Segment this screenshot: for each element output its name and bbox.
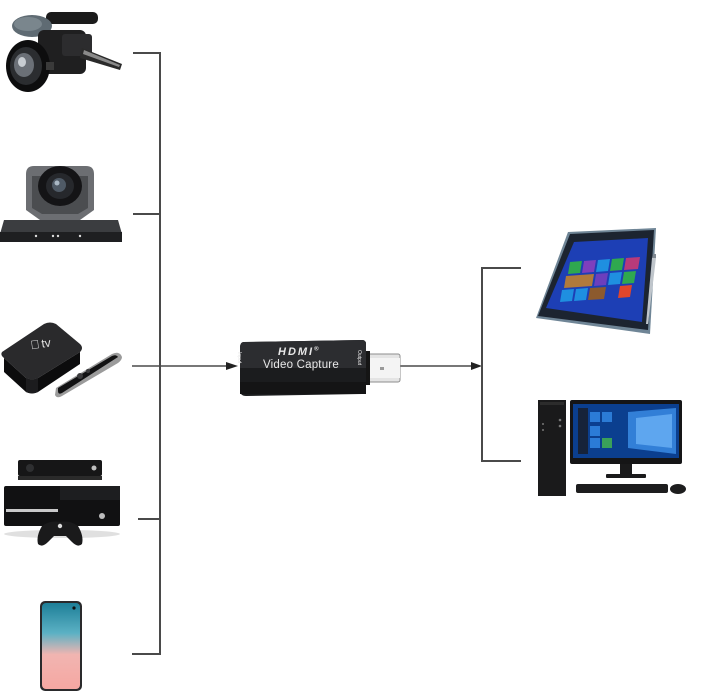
game-console-icon [4,460,120,546]
right-bracket-vertical-line [481,268,483,462]
source-ptz-camera [0,160,122,246]
source-smartphone [39,600,83,692]
output-desktop-pc [538,398,690,500]
camcorder-icon [6,12,122,92]
output-arrow [397,362,482,370]
registered-mark: ® [314,346,321,353]
dongle-label: Video Capture [263,359,339,371]
input-arrow [132,362,238,370]
ptz-camera-icon [0,166,122,242]
connector-tick-smartphone [132,653,161,655]
left-bracket-vertical-line [159,53,161,655]
apple-tv-icon:  tv [1,322,122,398]
connector-tick-desktop [481,460,521,462]
output-tablet [532,226,666,342]
source-camcorder [2,4,124,94]
hdmi-logo-text: HDMI [278,346,315,358]
connector-tick-ptz-camera [133,213,161,215]
smartphone-icon [40,601,82,691]
apple-tv-logo:  [30,337,41,352]
dongle-hdmi-logo: HDMI® [278,346,321,358]
hdmi-video-capture-dongle: HDMI® Video Capture Input Output [236,338,404,400]
tablet-icon [536,228,656,334]
connector-tick-tablet [481,267,521,269]
dongle-output-label: Output [356,350,362,366]
connector-tick-camcorder [133,52,161,54]
dongle-input-label: Input [236,352,242,364]
source-apple-tv:  tv [0,318,124,400]
desktop-pc-icon [538,400,686,496]
connector-tick-game-console [138,518,161,520]
arrowhead-icon [226,362,238,370]
apple-tv-logo-text: tv [40,336,51,351]
source-game-console [2,456,124,548]
dongle-body-icon [240,340,401,396]
arrowhead-icon [471,362,482,370]
